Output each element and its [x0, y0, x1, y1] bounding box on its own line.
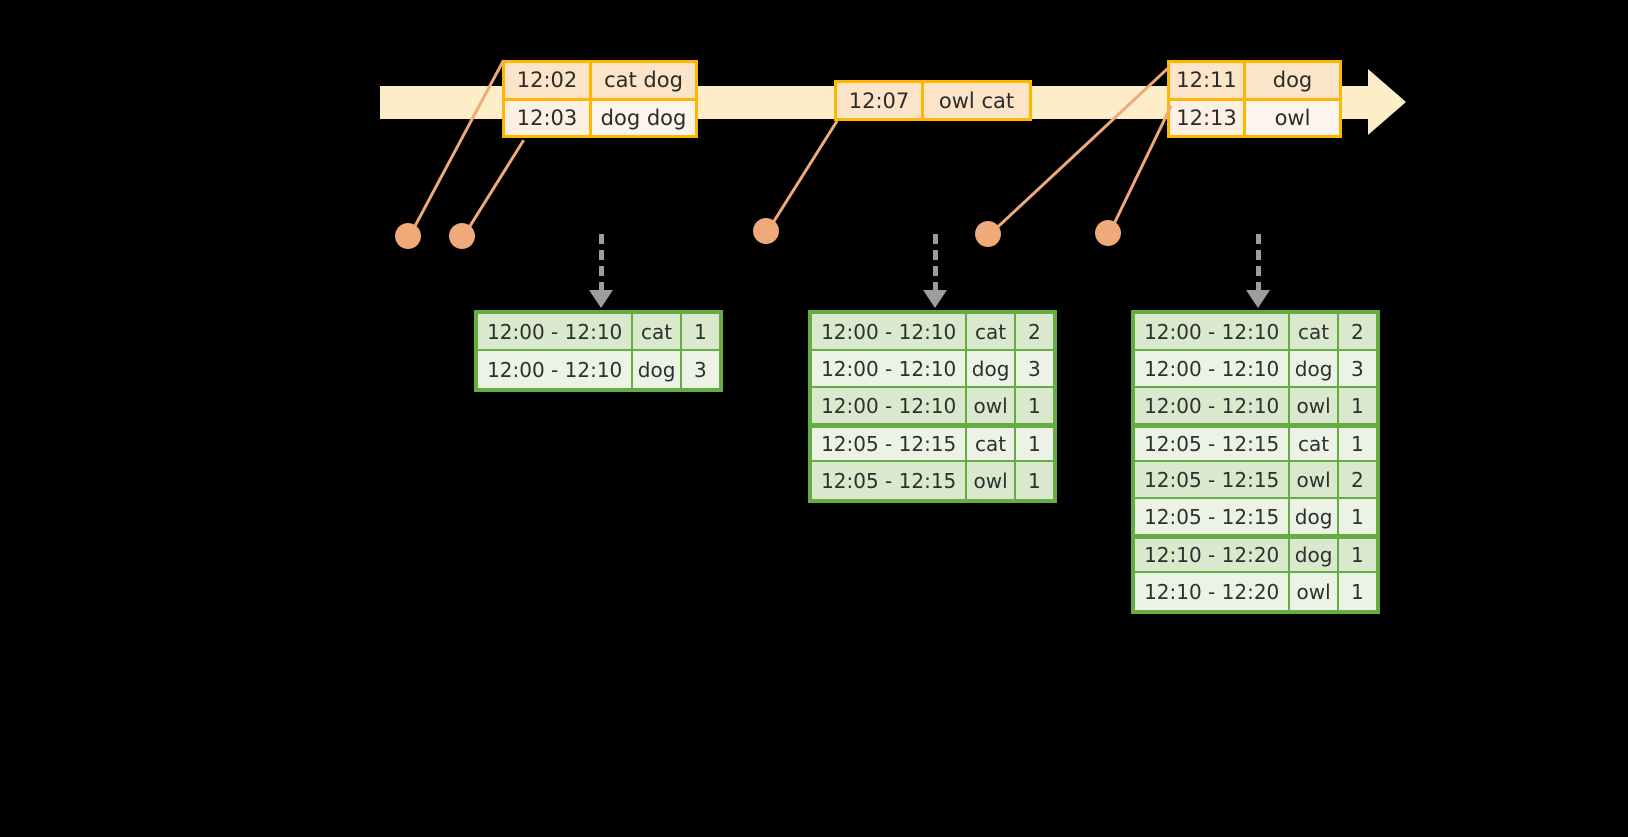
cell-window: 12:00 - 12:10	[478, 314, 634, 351]
cell-window: 12:00 - 12:10	[812, 314, 968, 351]
cell-key: dog	[1290, 499, 1339, 536]
cell-count: 1	[1015, 425, 1053, 462]
cell-key: dog	[633, 351, 682, 388]
cell-count: 3	[1015, 351, 1053, 388]
cell-window: 12:00 - 12:10	[478, 351, 634, 388]
event-value: dog	[1243, 63, 1339, 98]
cell-key: cat	[633, 314, 682, 351]
cell-count: 1	[1015, 462, 1053, 499]
cell-count: 2	[1015, 314, 1053, 351]
cell-count: 2	[1338, 314, 1376, 351]
cell-window: 12:00 - 12:10	[812, 388, 968, 425]
event-row: 12:13 owl	[1170, 97, 1339, 135]
cell-key: cat	[1290, 314, 1339, 351]
event-row: 12:07 owl cat	[837, 83, 1029, 118]
timeline-arrowhead	[1368, 69, 1406, 135]
dashed-arrow-head	[589, 290, 613, 308]
event-time: 12:07	[837, 83, 921, 118]
event-box-group-2[interactable]: 12:07 owl cat	[834, 80, 1032, 121]
cell-window: 12:10 - 12:20	[1135, 536, 1291, 573]
cell-count: 1	[1338, 573, 1376, 610]
event-marker-dot[interactable]	[753, 218, 779, 244]
cell-count: 1	[1338, 499, 1376, 536]
cell-count: 1	[1338, 388, 1376, 425]
event-marker-dot[interactable]	[395, 223, 421, 249]
cell-window: 12:00 - 12:10	[812, 351, 968, 388]
event-box-group-1[interactable]: 12:02 cat dog 12:03 dog dog	[502, 60, 698, 138]
cell-count: 1	[681, 314, 719, 351]
cell-window: 12:00 - 12:10	[1135, 388, 1291, 425]
event-row: 12:11 dog	[1170, 63, 1339, 98]
cell-window: 12:10 - 12:20	[1135, 573, 1291, 610]
cell-window: 12:05 - 12:15	[812, 425, 968, 462]
cell-key: dog	[1290, 351, 1339, 388]
event-box-group-3[interactable]: 12:11 dog 12:13 owl	[1167, 60, 1342, 138]
event-time: 12:11	[1170, 63, 1243, 98]
cell-key: cat	[967, 314, 1016, 351]
connector-line	[1108, 105, 1173, 235]
event-row: 12:02 cat dog	[505, 63, 695, 98]
event-time: 12:03	[505, 100, 589, 135]
event-value: owl	[1243, 100, 1339, 135]
cell-count: 3	[1338, 351, 1376, 388]
dashed-arrow-head	[1246, 290, 1270, 308]
dashed-arrow-shaft	[599, 234, 604, 292]
cell-count: 3	[681, 351, 719, 388]
dashed-arrow-head	[923, 290, 947, 308]
cell-key: dog	[1290, 536, 1339, 573]
event-row: 12:03 dog dog	[505, 97, 695, 135]
cell-count: 1	[1015, 388, 1053, 425]
dashed-arrow-shaft	[933, 234, 938, 292]
event-marker-dot[interactable]	[449, 223, 475, 249]
cell-key: owl	[967, 388, 1016, 425]
dashed-arrow-shaft	[1256, 234, 1261, 292]
cell-key: owl	[967, 462, 1016, 499]
event-time: 12:13	[1170, 100, 1243, 135]
cell-window: 12:05 - 12:15	[1135, 425, 1291, 462]
event-marker-dot[interactable]	[975, 221, 1001, 247]
cell-key: cat	[1290, 425, 1339, 462]
cell-key: owl	[1290, 573, 1339, 610]
cell-count: 2	[1338, 462, 1376, 499]
event-value: owl cat	[921, 83, 1029, 118]
cell-window: 12:00 - 12:10	[1135, 314, 1291, 351]
event-value: cat dog	[589, 63, 695, 98]
cell-key: owl	[1290, 462, 1339, 499]
cell-key: owl	[1290, 388, 1339, 425]
event-time: 12:02	[505, 63, 589, 98]
cell-window: 12:00 - 12:10	[1135, 351, 1291, 388]
cell-window: 12:05 - 12:15	[812, 462, 968, 499]
cell-count: 1	[1338, 425, 1376, 462]
connector-line	[766, 120, 839, 233]
cell-key: dog	[967, 351, 1016, 388]
event-marker-dot[interactable]	[1095, 220, 1121, 246]
cell-window: 12:05 - 12:15	[1135, 499, 1291, 536]
cell-window: 12:05 - 12:15	[1135, 462, 1291, 499]
cell-count: 1	[1338, 536, 1376, 573]
connector-line	[462, 139, 525, 238]
cell-key: cat	[967, 425, 1016, 462]
event-value: dog dog	[589, 100, 695, 135]
